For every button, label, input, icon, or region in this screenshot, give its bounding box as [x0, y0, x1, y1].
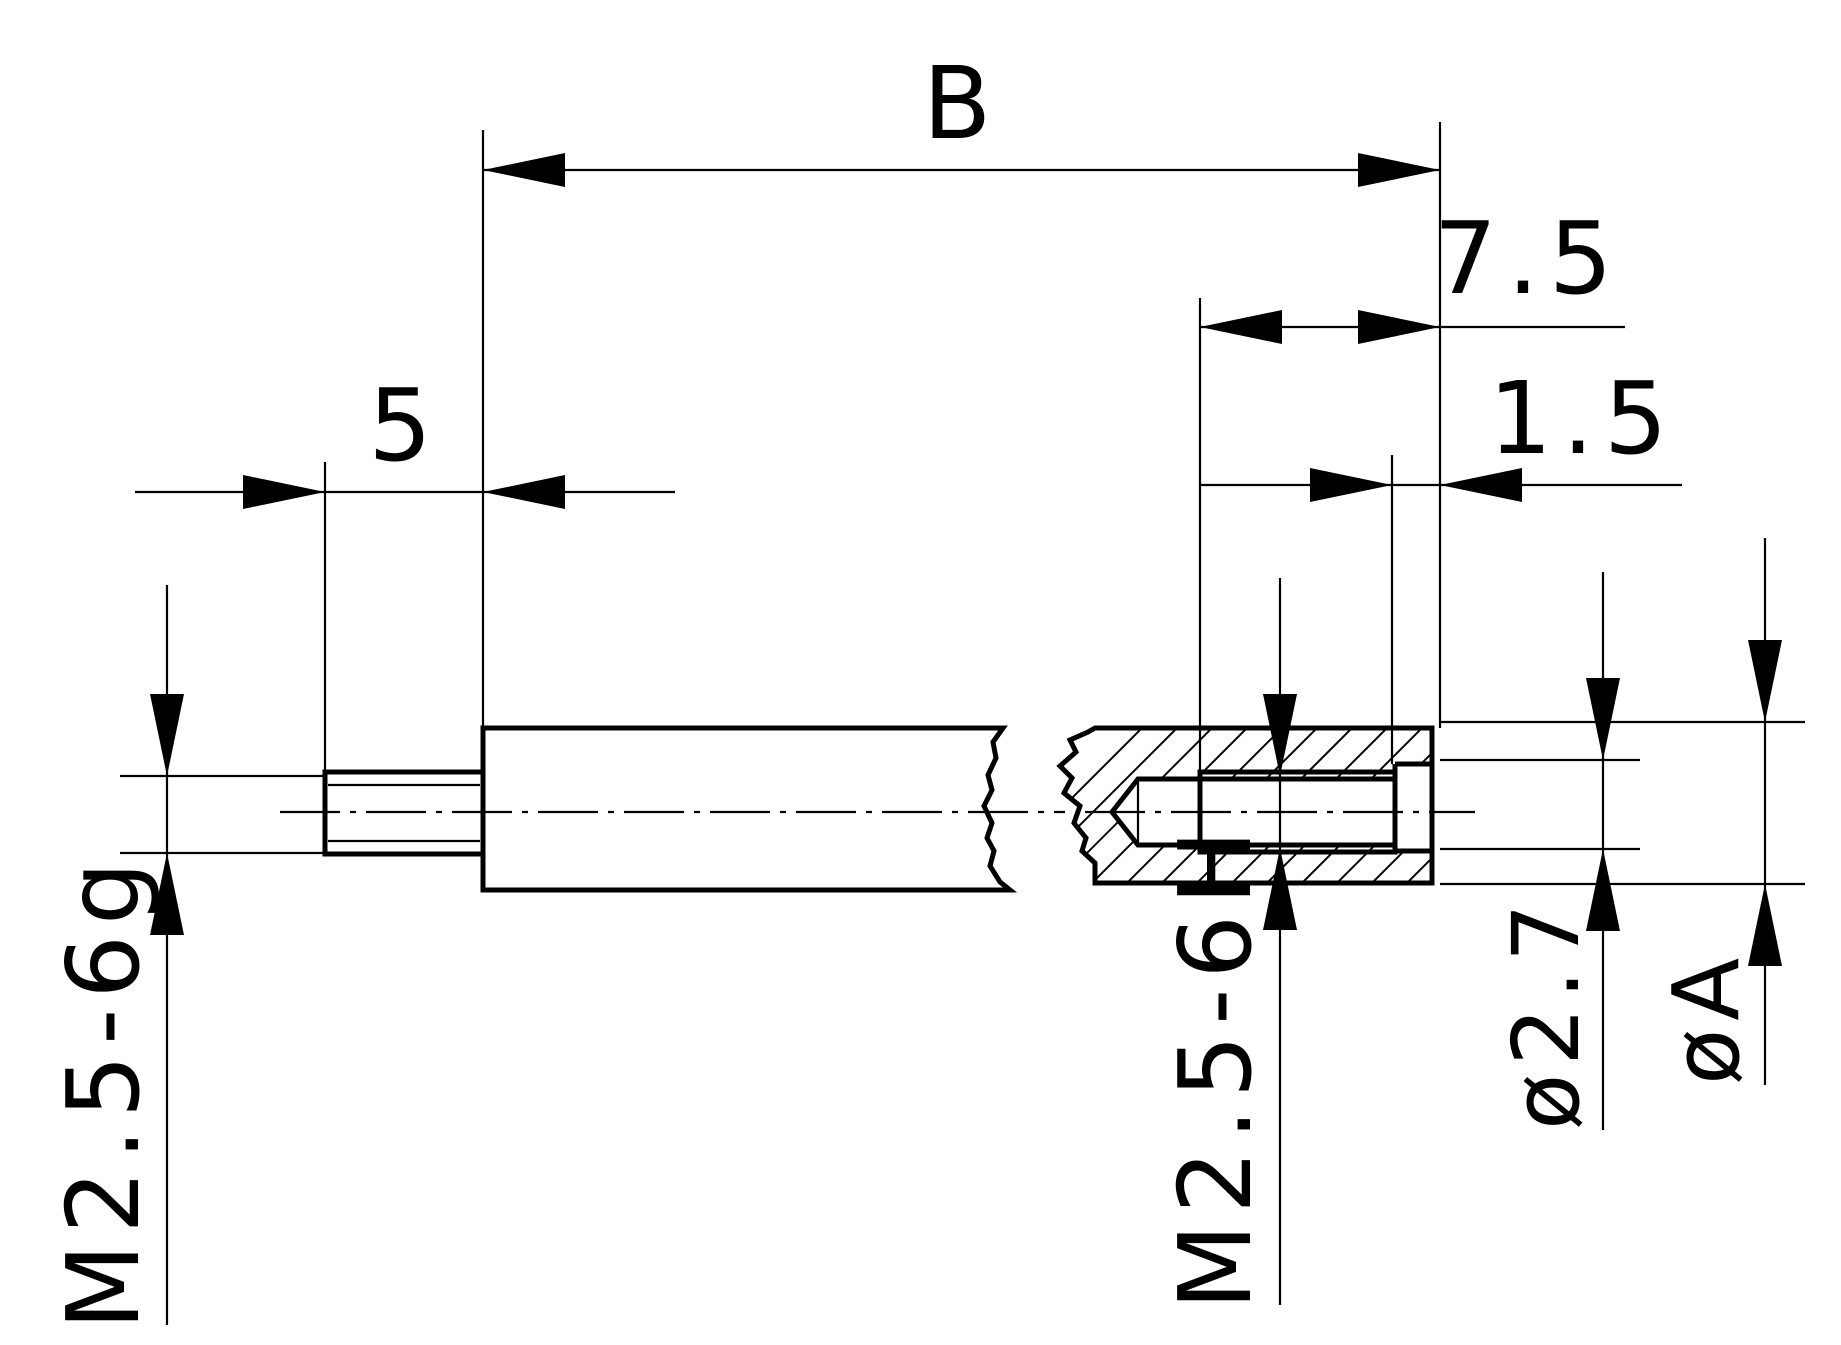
dimension-label-7-5: 7.5 [1433, 200, 1622, 317]
dimension-label-dia-2-7: ø2.7 [1493, 895, 1600, 1130]
dimension-label-m2-5-6h: M2.5-6H [1157, 820, 1274, 1310]
dimension-bore-diameter: ø2.7 [1493, 572, 1620, 1130]
dimension-internal-thread: M2.5-6H [1157, 578, 1297, 1310]
dimension-label-b: B [923, 45, 1002, 162]
dimension-outer-diameter: øA [1653, 538, 1782, 1085]
dimension-label-dia-a: øA [1653, 950, 1760, 1085]
sectioned-end-outline [1056, 725, 1435, 886]
dimension-label-1-5: 1.5 [1488, 360, 1677, 477]
dimension-label-m2-5-6g: M2.5-6g [45, 852, 162, 1331]
dimension-bore-depth: 7.5 [1200, 200, 1625, 344]
shaft-part [322, 725, 1018, 893]
dimension-label-5: 5 [368, 367, 442, 484]
shaft-body [480, 725, 1018, 893]
section-hatching [1060, 728, 1432, 883]
dimension-counterbore-depth: 1.5 [1200, 360, 1682, 502]
dimension-overall-length: B [483, 45, 1440, 187]
extension-lines [120, 122, 1805, 886]
dimension-external-thread: M2.5-6g [45, 585, 184, 1330]
dimension-thread-length: 5 [135, 367, 675, 509]
bore-cavity [1112, 764, 1435, 851]
